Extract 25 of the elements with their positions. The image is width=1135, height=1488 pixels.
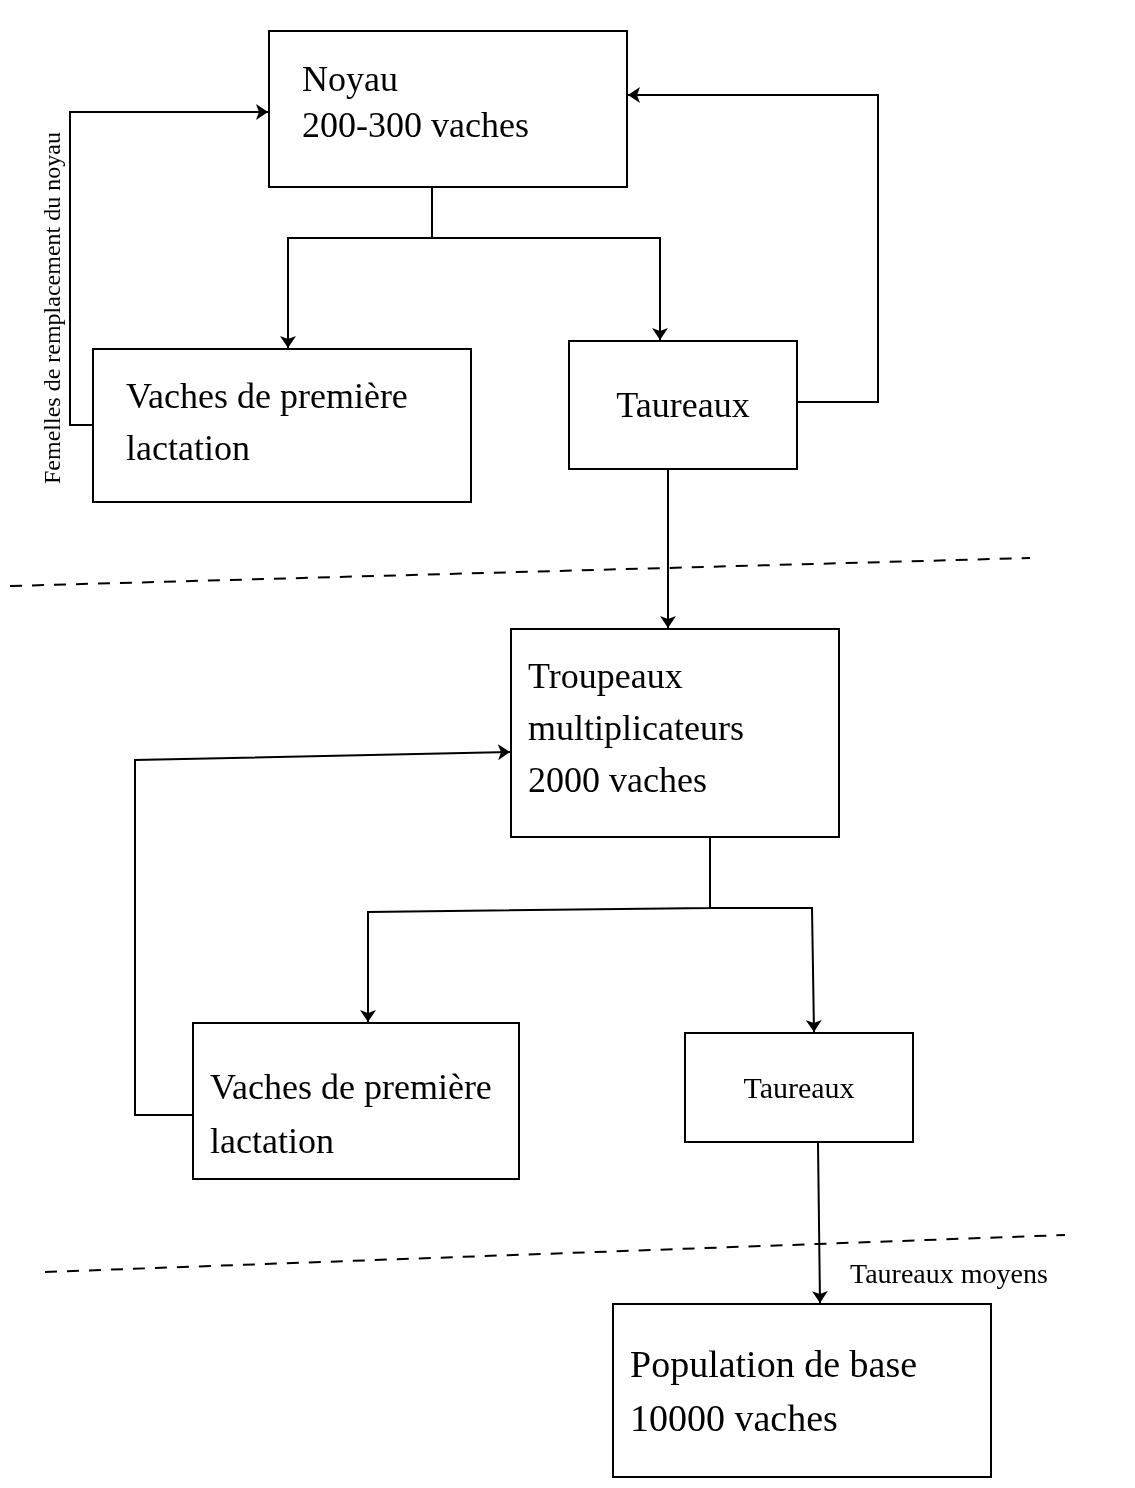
box-text: Vaches de première lactation xyxy=(126,375,409,470)
arrow xyxy=(709,837,822,1033)
process-box xyxy=(510,628,840,838)
arrow xyxy=(134,744,511,1116)
box-text: 2000 vaches xyxy=(528,759,708,802)
arrow xyxy=(627,87,879,403)
process-box xyxy=(92,348,472,503)
arrow xyxy=(69,104,269,426)
box-text: Taureaux xyxy=(743,1070,855,1106)
edge-label: Femelles de remplacement du noyau xyxy=(38,132,66,484)
box-text: Vaches de première lactation xyxy=(210,1066,493,1163)
arrow xyxy=(811,1142,828,1304)
box-text: 200-300 vaches xyxy=(302,104,530,147)
box-text: Population de base xyxy=(630,1342,919,1387)
process-box xyxy=(568,340,798,470)
box-text: Noyau xyxy=(302,58,399,101)
process-box xyxy=(612,1303,992,1478)
arrow xyxy=(660,469,676,629)
process-box xyxy=(192,1022,520,1180)
box-text: 10000 vaches xyxy=(630,1396,839,1441)
process-box xyxy=(684,1032,914,1143)
edge-label: Taureaux moyens xyxy=(850,1258,1048,1290)
process-box xyxy=(268,30,628,188)
box-text: Taureaux xyxy=(616,384,750,427)
box-text: Troupeaux multiplicateurs xyxy=(528,655,745,750)
